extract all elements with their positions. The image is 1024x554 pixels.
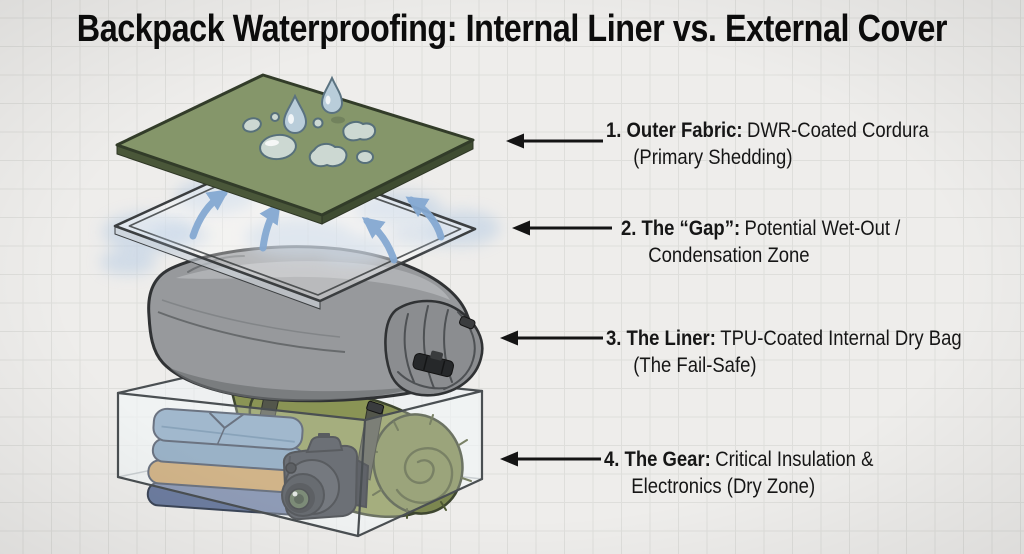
callout-line-2: (Primary Shedding): [633, 146, 793, 169]
water-droplets: [242, 75, 377, 168]
buckle-clip: [412, 350, 455, 378]
callout-label-outer-fabric: 1. Outer Fabric:DWR-Coated Cordura (Prim…: [606, 117, 929, 171]
gap-layer-sheet: [113, 153, 477, 310]
falling-raindrop: [320, 75, 344, 114]
camera: [281, 433, 370, 521]
callout-arrow-1: [506, 133, 603, 149]
callout-arrow-3: [500, 330, 603, 346]
callout-line-1: 3. The Liner:TPU-Coated Internal Dry Bag: [606, 327, 962, 350]
gear-box-front-glass: [116, 389, 484, 538]
callout-line-2: Electronics (Dry Zone): [631, 475, 816, 498]
callout-arrow-4: [500, 451, 601, 467]
callout-label-gear: 4. The Gear:Critical Insulation & Electr…: [604, 446, 873, 500]
callout-line-1: 2. The “Gap”:Potential Wet-Out /: [621, 217, 901, 240]
callout-label-gap: 2. The “Gap”:Potential Wet-Out / Condens…: [621, 215, 900, 269]
sleeping-bag-spiral: [395, 447, 454, 504]
callout-label-liner: 3. The Liner:TPU-Coated Internal Dry Bag…: [606, 325, 962, 379]
callout-line-1: 1. Outer Fabric:DWR-Coated Cordura: [606, 119, 929, 142]
outer-fabric-layer: [115, 73, 475, 225]
callout-line-2: (The Fail-Safe): [633, 354, 757, 377]
falling-raindrop: [282, 93, 308, 134]
page-title-text: Backpack Waterproofing: Internal Liner v…: [76, 8, 948, 50]
dry-bag-liner: [147, 245, 484, 403]
vapor-arrows: [189, 189, 445, 264]
folded-clothes: [146, 407, 307, 516]
roll-top-closure: [384, 299, 484, 397]
page-title: Backpack Waterproofing: Internal Liner v…: [0, 6, 1024, 52]
callout-arrow-2: [512, 220, 612, 236]
callout-line-1: 4. The Gear:Critical Insulation &: [604, 448, 874, 471]
callout-line-2: Condensation Zone: [648, 244, 810, 267]
camera-prism-hump: [305, 436, 344, 454]
